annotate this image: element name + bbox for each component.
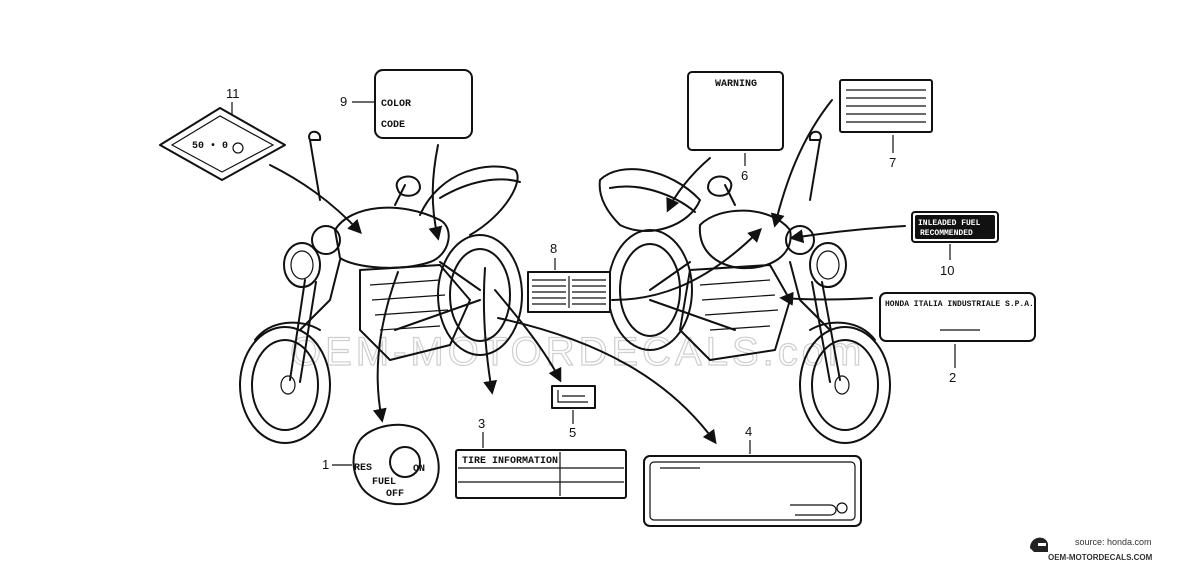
unleaded-line2: RECOMMENDED <box>920 229 973 238</box>
label-3-tire-information: TIRE INFORMATION <box>455 449 627 499</box>
callout-1: 1 <box>322 457 329 472</box>
callout-10: 10 <box>940 263 954 278</box>
callout-8: 8 <box>550 241 557 256</box>
color-code-line1: COLOR <box>381 99 411 110</box>
callout-11: 11 <box>226 86 240 101</box>
callout-9: 9 <box>340 94 347 109</box>
fuel-on: ON <box>413 464 425 475</box>
fuel-res: RES <box>354 463 372 474</box>
callout-4: 4 <box>745 424 752 439</box>
emblem-text: 50 • 0 <box>192 141 228 152</box>
tire-info-title: TIRE INFORMATION <box>462 456 558 467</box>
source-brand: OEM-MOTORDECALS.COM <box>1048 553 1153 562</box>
label-5-small <box>551 385 596 409</box>
source-text: source: honda.com <box>1075 537 1152 547</box>
helmet-logo-icon <box>1030 537 1048 552</box>
source-badge: source: honda.com OEM-MOTORDECALS.COM <box>1030 537 1153 562</box>
label-2-honda-italia: HONDA ITALIA INDUSTRIALE S.P.A. <box>879 292 1036 342</box>
honda-italia-text: HONDA ITALIA INDUSTRIALE S.P.A. <box>885 300 1034 309</box>
label-10-unleaded: INLEADED FUEL RECOMMENDED <box>911 211 999 243</box>
fuel-label: FUEL <box>372 477 396 488</box>
label-11-emblem: 50 • 0 <box>159 107 286 181</box>
label-7-striped <box>839 79 933 133</box>
callout-2: 2 <box>949 370 956 385</box>
callout-7: 7 <box>889 155 896 170</box>
label-4-plate <box>643 455 862 527</box>
right-motorcycle <box>598 130 891 444</box>
label-9-color-code: COLOR CODE <box>374 69 473 139</box>
callout-6: 6 <box>741 168 748 183</box>
color-code-line2: CODE <box>381 120 405 131</box>
callout-3: 3 <box>478 416 485 431</box>
fuel-off: OFF <box>386 489 404 500</box>
warning-title: WARNING <box>715 79 757 90</box>
label-8-striped <box>527 271 611 313</box>
label-6-warning: WARNING <box>687 71 784 151</box>
callout-5: 5 <box>569 425 576 440</box>
left-motorcycle <box>239 130 523 444</box>
label-1-fuel-valve: RES ON FUEL OFF <box>352 423 440 506</box>
unleaded-line1: INLEADED FUEL <box>918 219 981 228</box>
